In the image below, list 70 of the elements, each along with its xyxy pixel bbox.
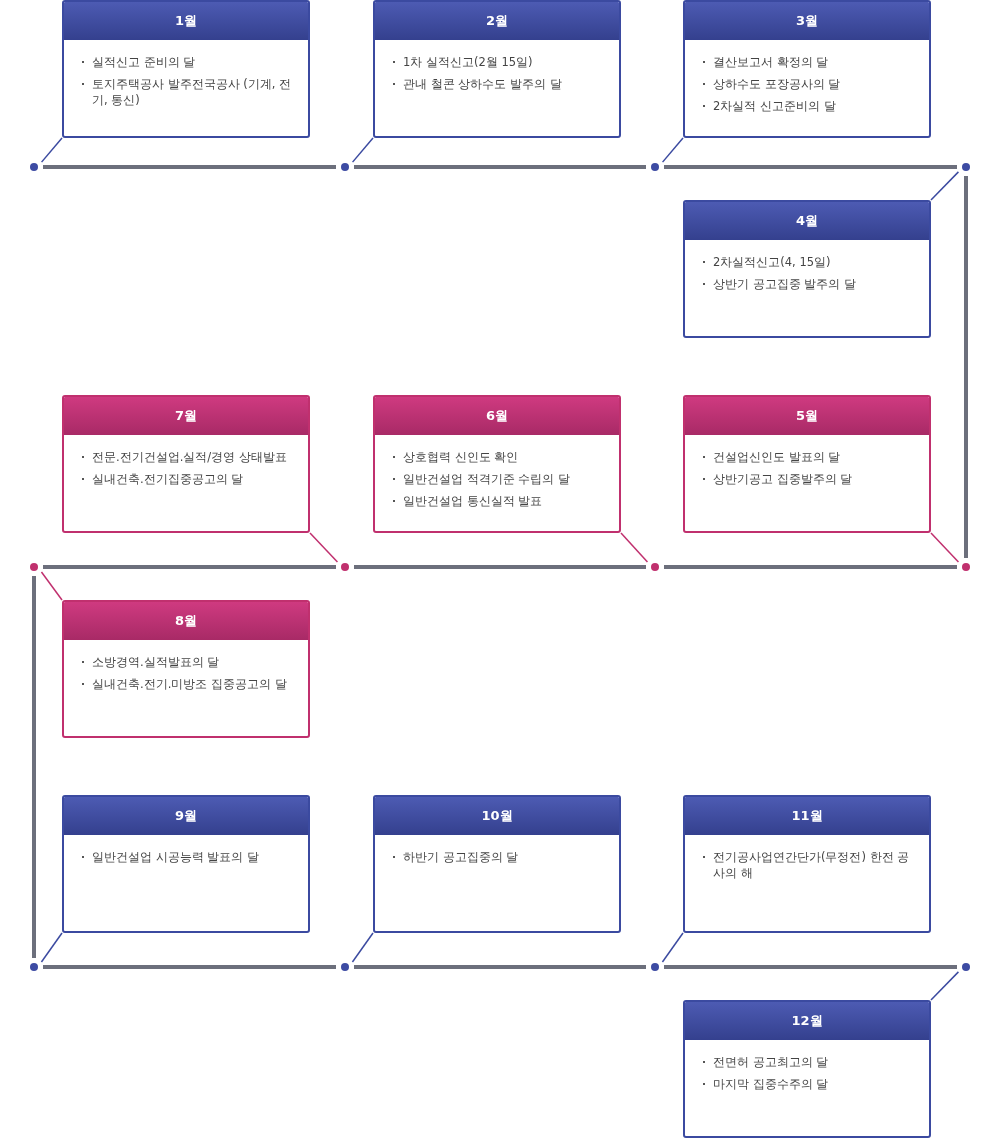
month-heading: 4월 (685, 202, 929, 240)
month-heading: 7월 (64, 397, 308, 435)
leader-line (661, 932, 684, 963)
schedule-text: 2차실적 신고준비의 달 (713, 99, 836, 113)
schedule-text: 관내 철콘 상하수도 발주의 달 (403, 77, 562, 91)
schedule-text: 상반기공고 집중발주의 달 (713, 472, 853, 486)
schedule-text: 마지막 집중수주의 달 (713, 1077, 829, 1091)
month-card (683, 0, 931, 138)
leader-line (661, 137, 684, 163)
month-card (373, 795, 621, 933)
leader-line (309, 532, 339, 563)
leader-line (930, 171, 960, 201)
schedule-text: 전문.전기건설업.실적/경영 상태발표 (92, 450, 287, 464)
schedule-text: 토지주택공사 발주전국공사 (기계, 전기, 통신) (92, 77, 292, 107)
month-card (683, 395, 931, 533)
schedule-text: 일반건설업 적격기준 수립의 달 (403, 472, 570, 486)
month-card (373, 0, 621, 138)
schedule-text: 소방경역.실적발표의 달 (92, 655, 220, 669)
timeline-line (354, 165, 646, 169)
schedule-text: 전면허 공고최고의 달 (713, 1055, 829, 1069)
timeline-line (664, 165, 957, 169)
leader-line (930, 532, 960, 563)
leader-line (40, 571, 63, 601)
timeline-line (964, 176, 968, 558)
month-heading: 11월 (685, 797, 929, 835)
timeline-line (43, 565, 336, 569)
schedule-text: 전기공사업연간단가(무정전) 한전 공사의 해 (713, 850, 910, 880)
month-heading: 12월 (685, 1002, 929, 1040)
month-card (62, 795, 310, 933)
schedule-text: 일반건설업 시공능력 발표의 달 (92, 850, 259, 864)
leader-line (930, 971, 960, 1001)
schedule-text: 상하수도 포장공사의 달 (713, 77, 841, 91)
month-heading: 3월 (685, 2, 929, 40)
schedule-text: 실내건축.전기.미방조 집중공고의 달 (92, 677, 287, 691)
leader-line (620, 532, 649, 563)
schedule-text: 결산보고서 확정의 달 (713, 55, 829, 69)
month-heading: 9월 (64, 797, 308, 835)
month-heading: 10월 (375, 797, 619, 835)
schedule-text: 일반건설업 통신실적 발표 (403, 494, 543, 508)
schedule-text: 상호협력 신인도 확인 (403, 450, 519, 464)
month-card (62, 395, 310, 533)
timeline-line (664, 965, 957, 969)
schedule-text: 실적신고 준비의 달 (92, 55, 196, 69)
schedule-text: 하반기 공고집중의 달 (403, 850, 519, 864)
month-heading: 6월 (375, 397, 619, 435)
timeline-line (664, 565, 957, 569)
timeline-line (354, 965, 646, 969)
leader-line (351, 137, 374, 163)
schedule-text: 실내건축.전기집중공고의 달 (92, 472, 244, 486)
timeline-line (354, 565, 646, 569)
leader-line (351, 932, 374, 963)
timeline-line (43, 165, 336, 169)
month-card (683, 795, 931, 933)
leader-line (40, 932, 63, 963)
month-heading: 2월 (375, 2, 619, 40)
schedule-text: 1차 실적신고(2월 15일) (403, 55, 533, 69)
schedule-text: 2차실적신고(4, 15일) (713, 255, 831, 269)
schedule-text: 건설업신인도 발표의 달 (713, 450, 841, 464)
month-card (62, 0, 310, 138)
timeline-line (43, 965, 336, 969)
month-card (683, 200, 931, 338)
leader-line (40, 137, 63, 163)
month-heading: 8월 (64, 602, 308, 640)
month-card (62, 600, 310, 738)
schedule-text: 상반기 공고집중 발주의 달 (713, 277, 856, 291)
month-card (373, 395, 621, 533)
timeline-line (32, 576, 36, 958)
month-heading: 5월 (685, 397, 929, 435)
month-card (683, 1000, 931, 1138)
month-heading: 1월 (64, 2, 308, 40)
